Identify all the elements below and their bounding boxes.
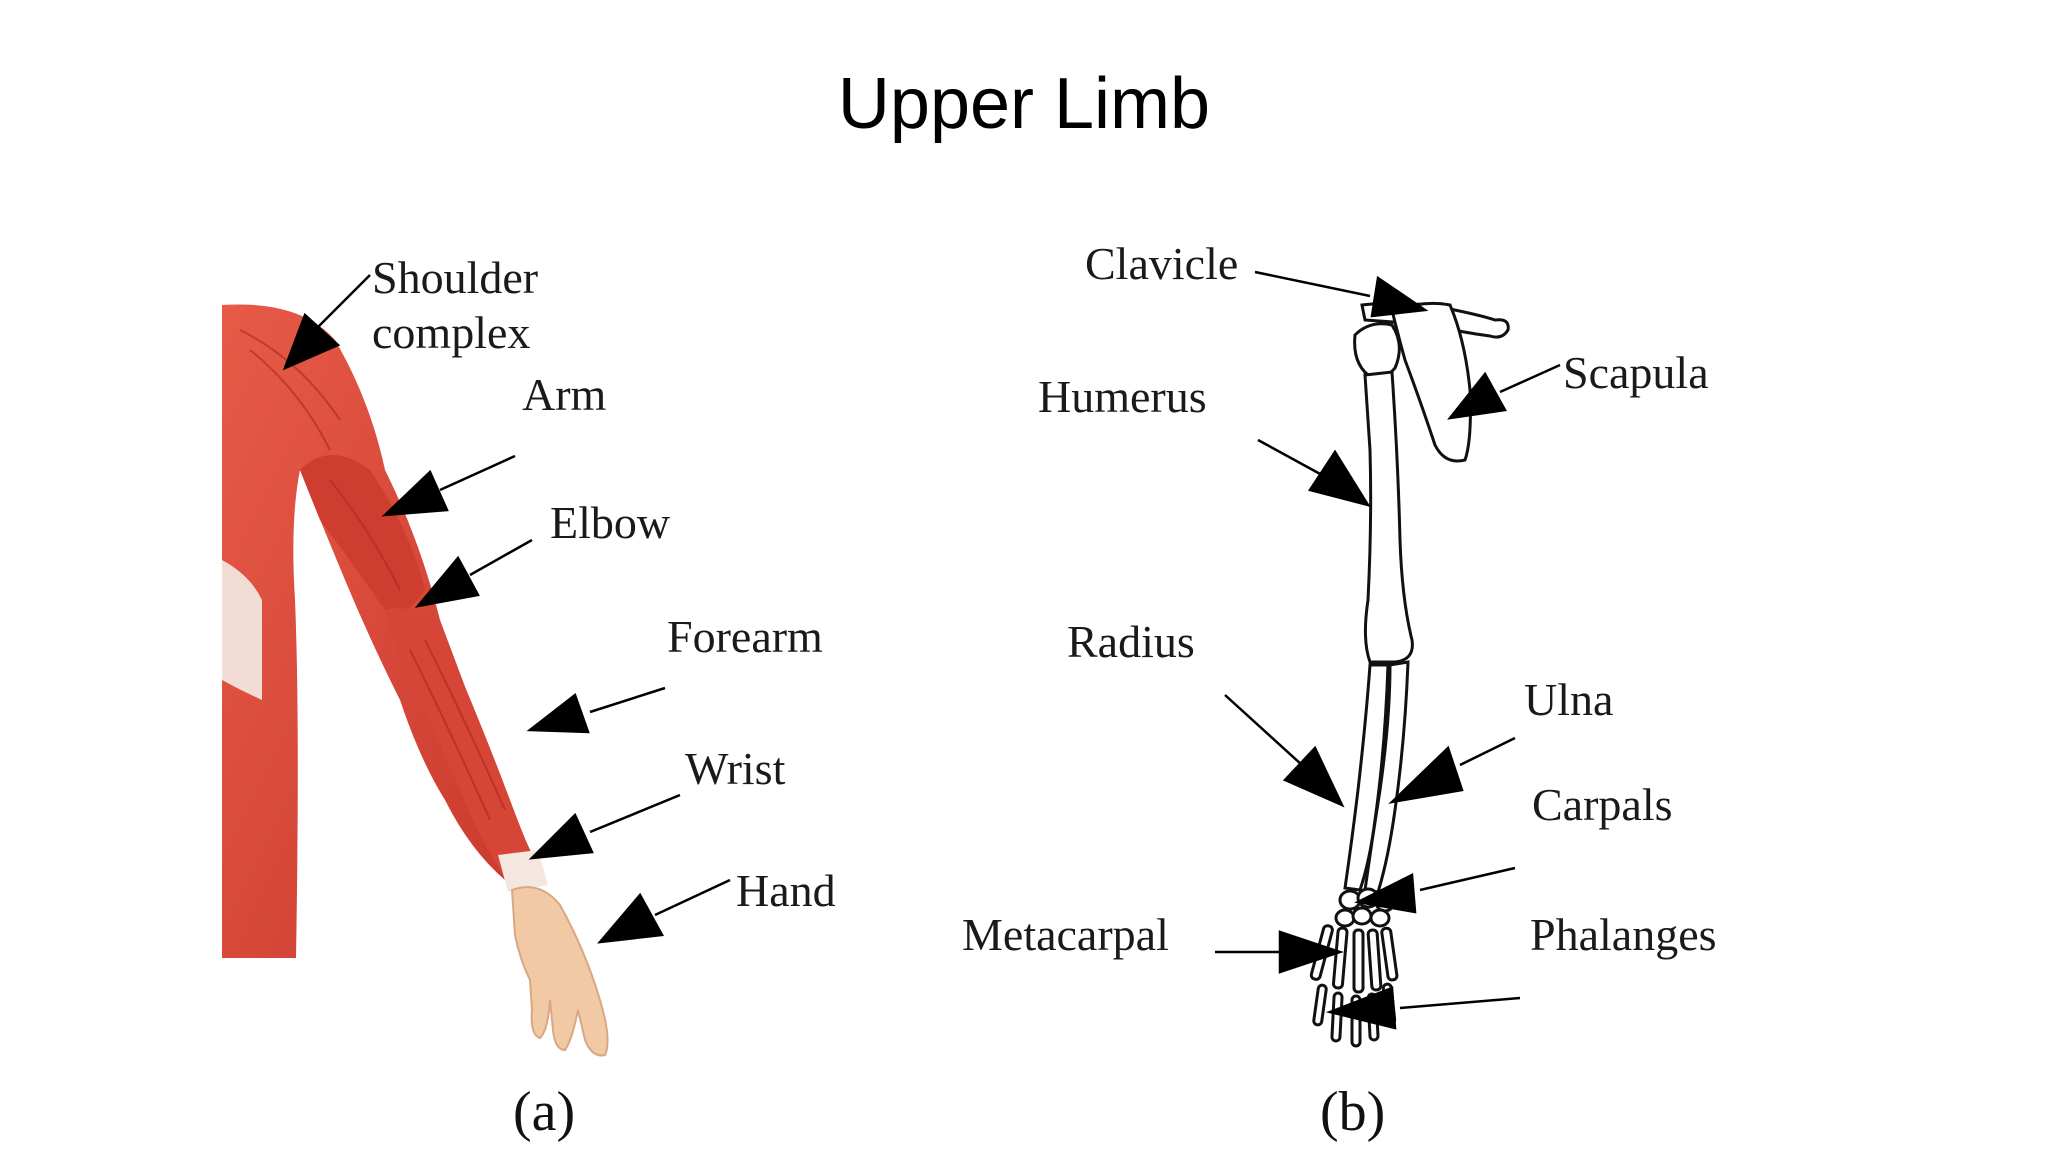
chest-tendon-band [222, 560, 262, 700]
label-hand: Hand [736, 865, 836, 916]
humerus-head [1353, 322, 1401, 380]
phalanges-leader-line [1399, 996, 1521, 1010]
radius-leader-line [1224, 694, 1303, 766]
caption-b: (b) [1320, 1081, 1385, 1143]
muscle-fiber-line [409, 649, 491, 821]
muscle-fiber-line [249, 349, 331, 451]
biceps-muscle [300, 455, 425, 613]
label-wrist: Wrist [685, 743, 786, 794]
label-phalanges: Phalanges [1530, 909, 1717, 960]
shoulder-torso-muscles [222, 304, 535, 958]
panel-a-arrows [282, 274, 731, 944]
carpals-leader-line [1419, 866, 1516, 892]
hand-bones [1309, 924, 1399, 1048]
radius-bone [1343, 663, 1390, 892]
scapula-arrowhead [1447, 371, 1507, 420]
shoulder-leader-line [314, 274, 371, 331]
radius-arrowhead [1282, 745, 1345, 808]
hand-skin [510, 886, 609, 1057]
muscle-fiber-line [329, 479, 401, 591]
scapula-leader-line [1499, 363, 1561, 394]
humerus-bone [1363, 370, 1414, 664]
label-clavicle: Clavicle [1085, 238, 1238, 289]
label-carpals: Carpals [1532, 779, 1673, 830]
scapula-bone [1390, 301, 1472, 463]
muscle-fiber-line [239, 329, 341, 421]
label-forearm: Forearm [667, 611, 823, 662]
slide-title: Upper Limb [837, 64, 1211, 144]
label-metacarpal: Metacarpal [962, 909, 1169, 960]
forearm-arrowhead [526, 692, 590, 734]
label-shoulder-line1: Shoulder [372, 252, 538, 303]
hand-leader-line [654, 878, 731, 917]
ulna-arrowhead [1388, 745, 1464, 804]
forearm-muscles [385, 608, 535, 878]
label-arm: Arm [522, 369, 607, 420]
shoulder-arrowhead [282, 312, 341, 371]
hand-arrowhead [596, 892, 664, 944]
wrist-leader-line [589, 793, 681, 834]
label-elbow: Elbow [550, 497, 671, 548]
label-radius: Radius [1067, 616, 1195, 667]
humerus-arrowhead [1307, 449, 1371, 507]
clavicle-arrowhead [1370, 275, 1429, 318]
label-shoulder-line2: complex [372, 307, 530, 358]
wrist-arrowhead [528, 812, 594, 860]
skeleton-illustration [1309, 301, 1510, 1048]
metacarpal-arrowhead [1278, 930, 1344, 974]
wrist-tendon-band [498, 850, 548, 892]
muscle-fiber-line [424, 639, 506, 811]
label-scapula: Scapula [1563, 347, 1709, 398]
arm-arrowhead [381, 469, 449, 517]
panel-b-arrows [1215, 270, 1561, 1030]
phalanges-arrowhead [1325, 986, 1397, 1030]
carpals-arrowhead [1354, 873, 1417, 914]
label-ulna: Ulna [1524, 674, 1613, 725]
label-humerus: Humerus [1038, 371, 1207, 422]
clavicle-leader-line [1254, 270, 1371, 298]
humerus-leader-line [1257, 438, 1323, 477]
caption-a: (a) [513, 1081, 575, 1143]
muscular-arm-illustration [222, 304, 609, 1057]
forearm-leader-line [589, 686, 666, 714]
ulna-leader-line [1459, 736, 1516, 767]
arm-leader-line [439, 454, 516, 492]
elbow-leader-line [469, 538, 533, 577]
elbow-arrowhead [414, 555, 480, 608]
